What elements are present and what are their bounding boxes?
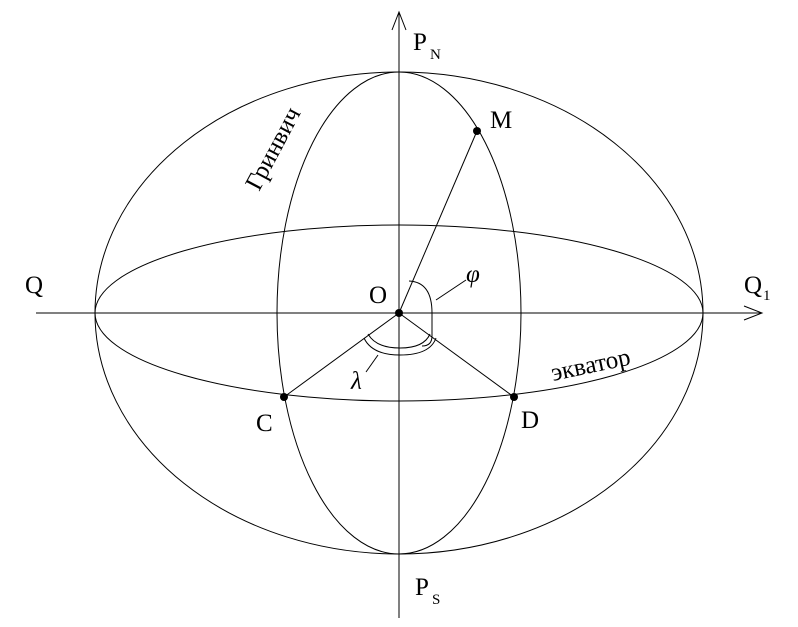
origin-label: O: [369, 282, 387, 309]
north-pole-label: P: [413, 29, 427, 56]
latitude-angle-arc-inner: [421, 313, 433, 347]
north-pole-subscript: N: [430, 47, 441, 63]
phi-leader: [435, 279, 467, 301]
point-c-marker: [280, 393, 288, 401]
point-m-marker: [473, 127, 481, 135]
latitude-angle-arc: [408, 280, 433, 314]
point-c-label: C: [256, 410, 273, 437]
right-axis-subscript: 1: [763, 288, 771, 304]
point-m-label: M: [490, 107, 512, 134]
south-pole-subscript: S: [432, 592, 440, 608]
radius-od: [398, 312, 515, 398]
radius-oc: [283, 312, 400, 398]
point-d-marker: [510, 393, 518, 401]
lambda-label: λ: [350, 368, 362, 395]
longitude-angle-arc-outer: [363, 337, 437, 356]
phi-label: φ: [466, 261, 480, 288]
longitude-angle-arc-inner: [367, 333, 431, 349]
south-pole-label: P: [415, 574, 429, 601]
point-o-marker: [395, 309, 403, 317]
left-axis-label: Q: [25, 272, 43, 299]
point-d-label: D: [521, 407, 539, 434]
vertical-axis-arrowhead: [391, 10, 407, 31]
equator-label: экватор: [549, 344, 633, 387]
right-axis-label: Q: [744, 272, 762, 299]
radius-om: [398, 130, 478, 314]
horizontal-axis-arrowhead: [743, 305, 764, 321]
lambda-leader: [365, 354, 379, 373]
